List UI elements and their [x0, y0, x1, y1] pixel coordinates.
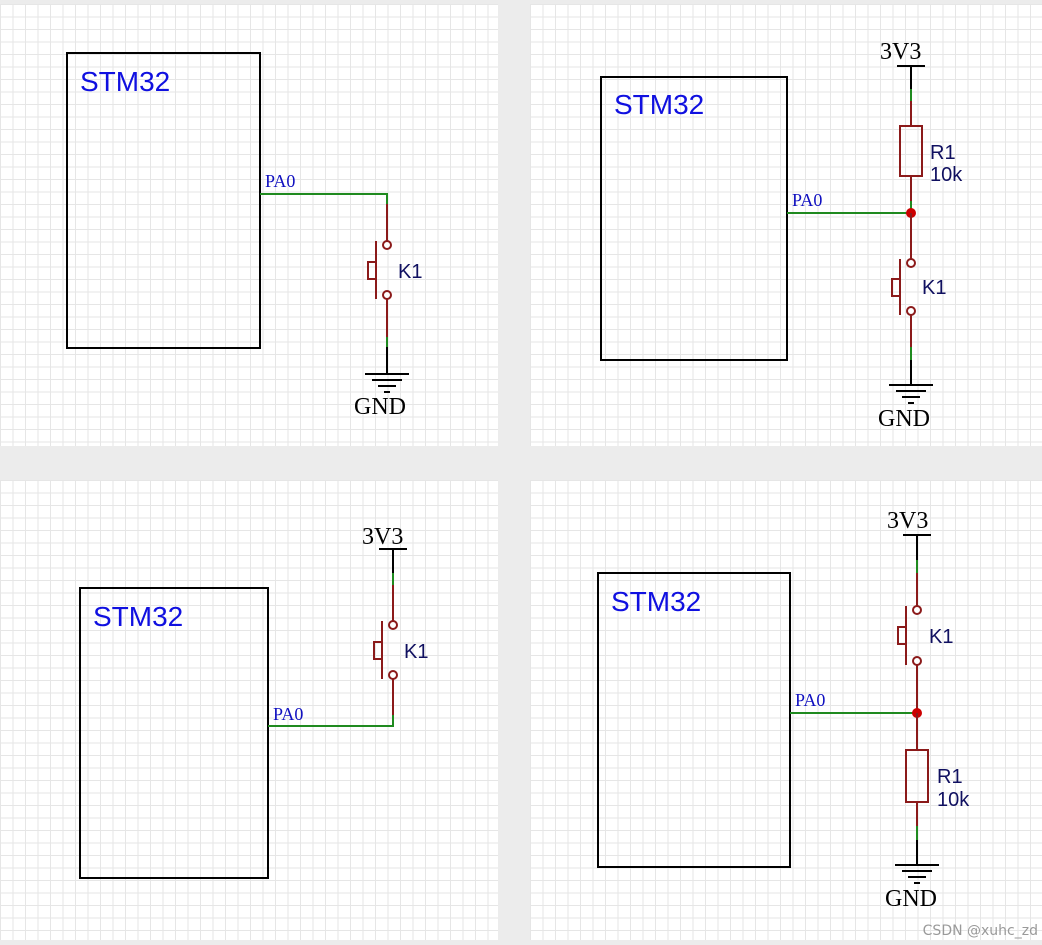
stm32-chip — [597, 572, 791, 868]
switch-label: K1 — [922, 277, 946, 299]
chip-label: STM32 — [614, 89, 704, 120]
gnd-label: GND — [354, 394, 406, 420]
pin-label: PA0 — [795, 690, 825, 710]
resistor-r1 — [905, 749, 929, 803]
gnd-symbol — [895, 864, 939, 884]
stm32-chip — [79, 587, 269, 879]
watermark: CSDN @xuhc_zd — [922, 923, 1038, 939]
gnd-symbol — [889, 384, 933, 404]
gnd-symbol — [365, 373, 409, 393]
switch-label: K1 — [398, 261, 422, 283]
resistor-ref: R1 — [930, 142, 956, 164]
schematic-panel-switch-to-vcc: STM32 3V3 K1 PA0 — [0, 480, 498, 940]
schematic-panel-switch-to-gnd: STM32 PA0 K1 GND — [0, 4, 498, 446]
resistor-ref: R1 — [937, 766, 963, 788]
chip-label: STM32 — [611, 586, 701, 617]
schematic-panel-pull-down: STM32 PA0 3V3 K1 R1 10k GND — [530, 480, 1042, 940]
resistor-r1 — [899, 125, 923, 177]
pin-label: PA0 — [265, 171, 295, 191]
stm32-chip — [600, 76, 788, 361]
pa0-wire — [260, 193, 388, 204]
vcc-label: 3V3 — [887, 508, 928, 534]
pin-label: PA0 — [792, 190, 822, 210]
resistor-value: 10k — [930, 164, 963, 186]
resistor-value: 10k — [937, 789, 970, 811]
chip-label: STM32 — [80, 66, 170, 97]
stm32-chip — [66, 52, 261, 349]
switch-label: K1 — [404, 641, 428, 663]
pa0-wire — [268, 715, 394, 727]
vcc-label: 3V3 — [362, 524, 403, 550]
gnd-label: GND — [885, 886, 937, 912]
gnd-label: GND — [878, 406, 930, 432]
chip-label: STM32 — [93, 601, 183, 632]
schematic-panel-pull-up: STM32 PA0 3V3 R1 10k K1 GND — [530, 4, 1042, 446]
vcc-label: 3V3 — [880, 39, 921, 65]
pin-label: PA0 — [273, 704, 303, 724]
switch-label: K1 — [929, 626, 953, 648]
